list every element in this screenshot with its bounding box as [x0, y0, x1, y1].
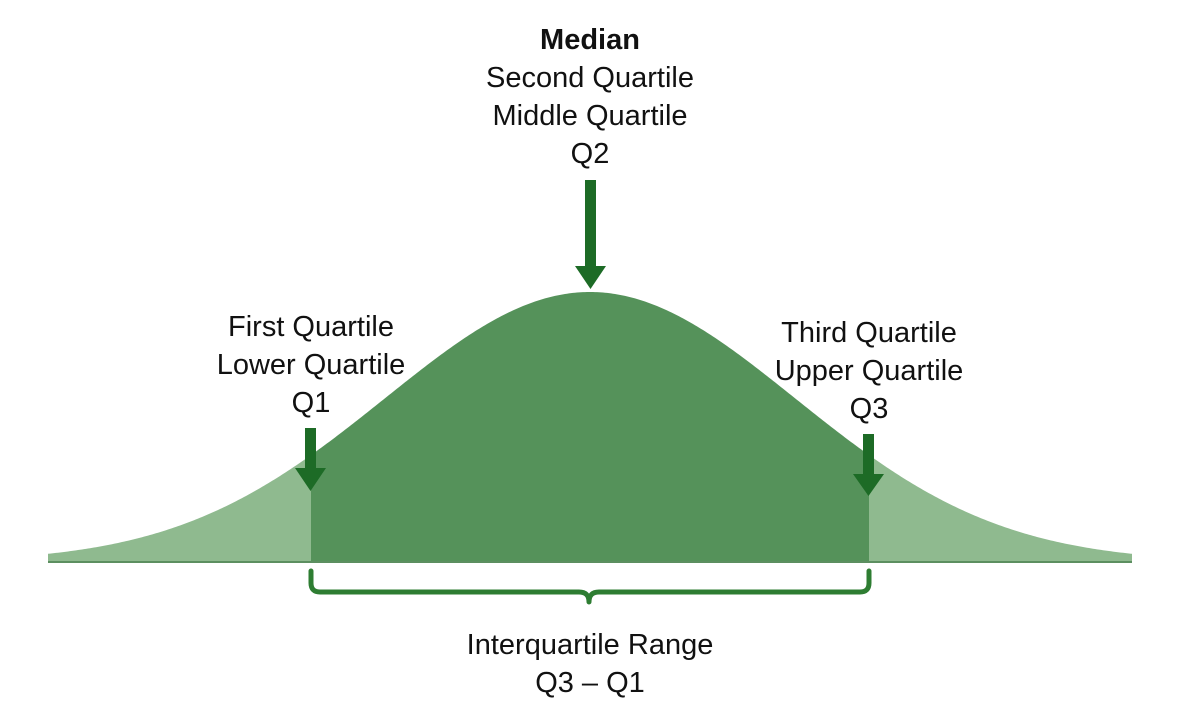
median-line-1: Second Quartile — [486, 62, 694, 94]
first-quartile-line-2: Lower Quartile — [217, 349, 406, 381]
median-line-3: Q2 — [571, 138, 610, 170]
q2-arrow-icon — [575, 180, 606, 289]
q1-arrow-icon — [295, 428, 326, 491]
lower-tail-region — [48, 455, 311, 562]
interquartile-region — [311, 292, 869, 562]
q3-arrow-icon — [853, 434, 884, 496]
first-quartile-line-3: Q1 — [292, 387, 331, 419]
first-quartile-line-1: First Quartile — [228, 311, 394, 343]
third-quartile-line-1: Third Quartile — [781, 317, 957, 349]
iqr-brace-icon — [308, 568, 872, 605]
upper-tail-region — [869, 455, 1132, 562]
iqr-line-2: Q3 – Q1 — [535, 667, 645, 699]
third-quartile-line-2: Upper Quartile — [775, 355, 964, 387]
third-quartile-line-3: Q3 — [850, 393, 889, 425]
iqr-line-1: Interquartile Range — [467, 629, 714, 661]
median-title: Median — [540, 24, 640, 56]
median-line-2: Middle Quartile — [492, 100, 687, 132]
